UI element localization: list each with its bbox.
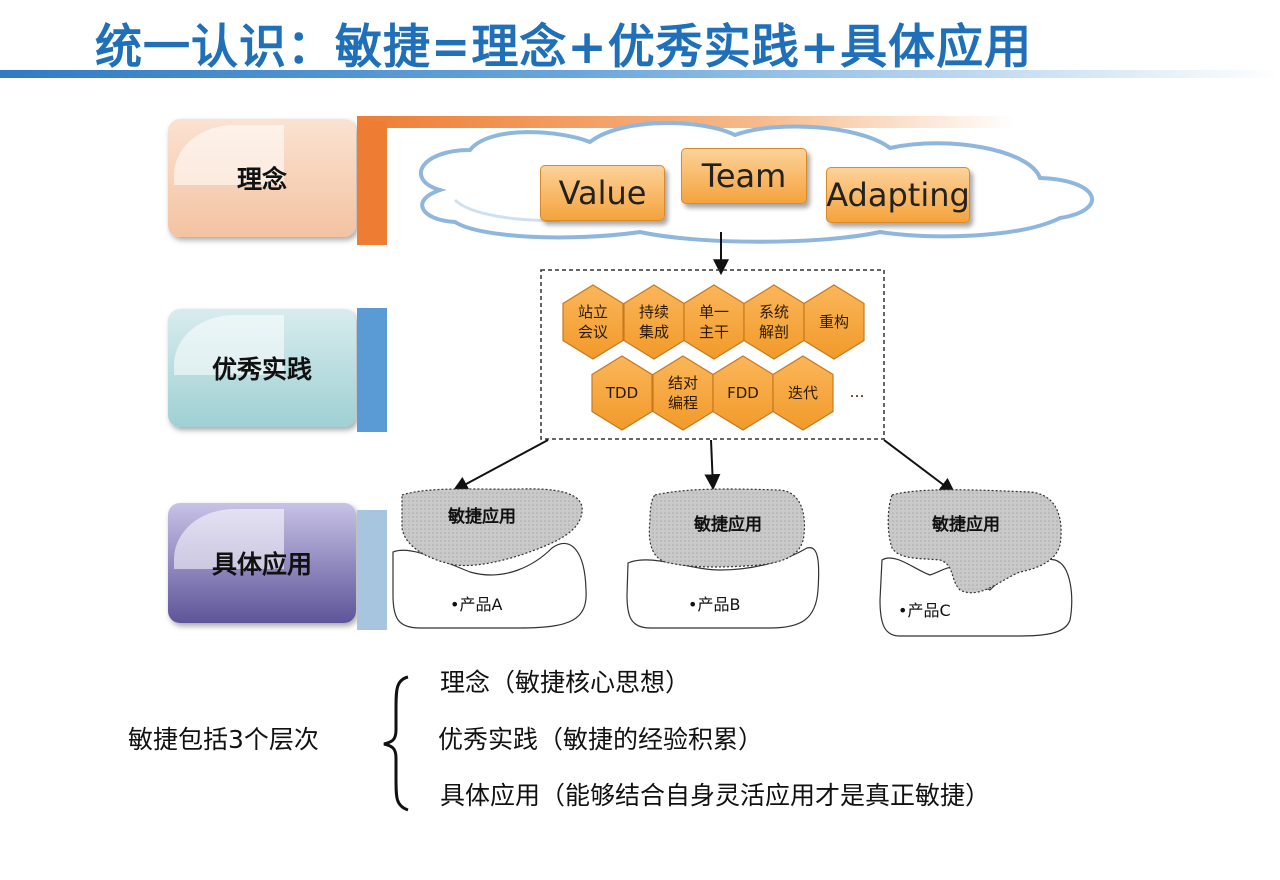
practice-hexagon bbox=[803, 284, 865, 360]
product-a-label: •产品A bbox=[450, 595, 502, 614]
idea-bracket-bar bbox=[357, 121, 387, 245]
layer-idea-label: 理念 bbox=[236, 165, 287, 194]
practice-hexagon bbox=[623, 284, 685, 360]
app-b-blob bbox=[648, 488, 806, 568]
arrow-to-app-a bbox=[452, 439, 549, 492]
product-c-base bbox=[879, 557, 1073, 637]
summary-lead: 敏捷包括3个层次 bbox=[128, 725, 319, 754]
practice-hexagon bbox=[772, 355, 834, 431]
layer-practice-box: 优秀实践 bbox=[168, 309, 356, 427]
practice-hexagon bbox=[562, 284, 624, 360]
practice-label: 重构 bbox=[819, 313, 849, 331]
value-chip-adapting: Adapting bbox=[826, 167, 970, 223]
practice-hexagon bbox=[652, 355, 714, 431]
practice-label: 单一主干 bbox=[699, 303, 729, 341]
title-underline bbox=[0, 70, 1280, 78]
value-chip-team: Team bbox=[681, 148, 807, 204]
arrow-to-app-c bbox=[883, 439, 956, 494]
product-c-label: •产品C bbox=[898, 601, 951, 620]
app-b-label: 敏捷应用 bbox=[693, 514, 762, 535]
practice-label: 迭代 bbox=[788, 384, 818, 402]
practice-hexagon bbox=[591, 355, 653, 431]
app-a-blob bbox=[401, 488, 583, 567]
product-b-label: •产品B bbox=[688, 595, 740, 614]
product-a-base bbox=[392, 542, 587, 629]
arrow-to-app-b bbox=[704, 439, 721, 491]
practice-label: FDD bbox=[727, 384, 759, 402]
page-title: 统一认识：敏捷=理念+优秀实践+具体应用 bbox=[95, 20, 1033, 75]
summary-brace bbox=[383, 675, 409, 812]
layer-practice-label: 优秀实践 bbox=[211, 355, 312, 384]
summary-item-application: 具体应用（能够结合自身灵活应用才是真正敏捷） bbox=[440, 781, 991, 810]
practice-bracket-bar bbox=[357, 308, 387, 432]
summary-item-idea: 理念（敏捷核心思想） bbox=[440, 668, 691, 697]
practice-label: 系统解剖 bbox=[759, 303, 789, 341]
layer-idea-box: 理念 bbox=[168, 119, 356, 237]
app-c-label: 敏捷应用 bbox=[931, 514, 1000, 535]
app-c-blob bbox=[887, 489, 1062, 594]
practice-label: TDD bbox=[605, 384, 638, 402]
practices-ellipsis: … bbox=[850, 383, 865, 401]
value-chip-value: Value bbox=[540, 165, 665, 221]
app-a-label: 敏捷应用 bbox=[447, 506, 516, 527]
summary-item-practice: 优秀实践（敏捷的经验积累） bbox=[438, 725, 764, 754]
practice-label: 持续集成 bbox=[639, 303, 669, 341]
product-b-base bbox=[626, 547, 820, 629]
practice-label: 结对编程 bbox=[668, 374, 698, 412]
layer-application-label: 具体应用 bbox=[211, 550, 312, 579]
practices-frame bbox=[540, 269, 885, 440]
layer-application-box: 具体应用 bbox=[168, 503, 356, 623]
practice-label: 站立会议 bbox=[578, 303, 608, 341]
application-bracket-bar bbox=[357, 510, 387, 630]
practice-hexagon bbox=[683, 284, 745, 360]
practice-hexagon bbox=[743, 284, 805, 360]
